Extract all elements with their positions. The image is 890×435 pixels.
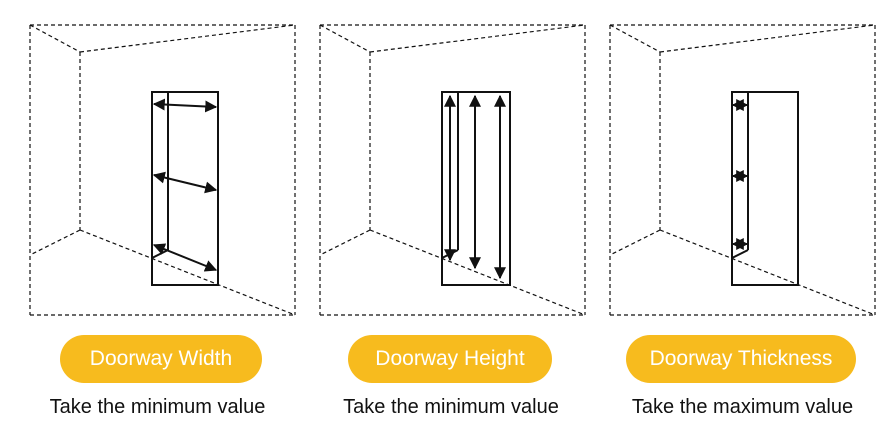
doorway-width-caption: Take the minimum value bbox=[49, 396, 266, 418]
doorway-thickness-panel: Doorway Thickness Take the maximum value bbox=[580, 0, 876, 435]
doorway-height-label: Doorway Height bbox=[348, 335, 552, 383]
doorway-width-measurement-icon bbox=[29, 24, 296, 316]
doorway-width-panel: Doorway Width Take the minimum value bbox=[0, 0, 296, 435]
doorway-height-measurement-icon bbox=[319, 24, 586, 316]
doorway-height-panel: Doorway Height Take the minimum value bbox=[290, 0, 586, 435]
doorway-thickness-label: Doorway Thickness bbox=[626, 335, 856, 383]
doorway-height-caption: Take the minimum value bbox=[343, 396, 559, 418]
doorway-thickness-caption: Take the maximum value bbox=[631, 396, 854, 418]
doorway-width-label: Doorway Width bbox=[60, 335, 262, 383]
doorway-thickness-measurement-icon bbox=[609, 24, 876, 316]
